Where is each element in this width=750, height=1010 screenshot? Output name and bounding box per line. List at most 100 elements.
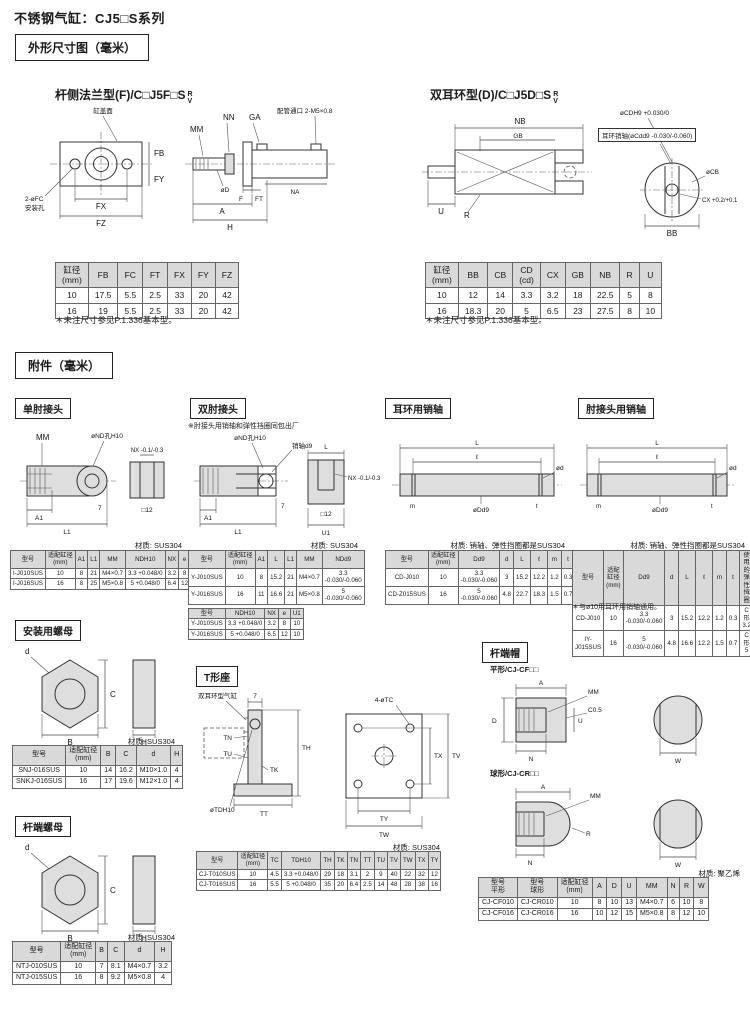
- table-cell: 20: [190, 287, 216, 304]
- column-header: MM: [296, 550, 323, 569]
- dim-label-w: W: [675, 862, 682, 869]
- dim-label-m: m: [596, 504, 601, 510]
- dim-label-na: NA: [290, 189, 300, 196]
- table-cell: 10: [224, 567, 256, 587]
- table-cell: CD-J010: [385, 567, 429, 587]
- dim-label-m: m: [410, 504, 415, 510]
- table-cell: 8: [591, 896, 608, 910]
- table-cell: 10: [237, 868, 269, 881]
- table-cell: 5 -0.030/-0.060: [622, 630, 666, 657]
- table-cell: 11: [254, 585, 269, 605]
- table-cell: 3.2: [539, 287, 566, 304]
- rv-v: V: [187, 98, 193, 105]
- dim-label-mm: MM: [190, 125, 204, 134]
- column-header: MM: [635, 877, 668, 898]
- dim-label-ft: FT: [255, 196, 263, 203]
- single-knuckle-material: 材质: SUS304: [134, 541, 182, 550]
- column-header: FT: [142, 261, 169, 289]
- rod-end-cap-tag: 杆端帽: [482, 642, 528, 663]
- table-cell: 15.2: [677, 605, 697, 632]
- table-cell: 0.3: [725, 605, 741, 632]
- dim-label-mm: MM: [590, 793, 601, 800]
- knuckle-pin-drawing: L ℓ ød øDd9 m t: [580, 440, 737, 514]
- dim-label-c05: C0.5: [588, 707, 602, 714]
- clevis-type-title-text: 双耳环型(D)/C□J5D□S: [430, 88, 552, 102]
- column-header: 适配缸径 (mm): [603, 549, 624, 607]
- dim-label-L: L: [475, 440, 479, 447]
- table-cell: M4×0.7: [99, 567, 126, 580]
- table-cell: 35: [320, 879, 335, 891]
- dim-label-tk: TK: [270, 767, 279, 774]
- table-cell: 5 -0.030/-0.060: [321, 585, 365, 605]
- rv-r: R: [553, 91, 559, 98]
- column-header: B: [100, 745, 117, 766]
- single-knuckle-drawing: MM øND孔H10 A1 L1 7 NX -0.1/-0.3 □12: [20, 432, 165, 536]
- table-cell: SNJ-016SUS: [11, 764, 67, 778]
- dim-label-seven: 7: [281, 503, 285, 510]
- table-cell: 40: [387, 868, 401, 881]
- table-cell: 22.5: [589, 287, 621, 304]
- column-header: Dd9: [622, 549, 666, 607]
- dim-label-l1: L1: [63, 529, 71, 536]
- dim-label-L: L: [655, 440, 659, 447]
- column-header: 型号 球形: [516, 877, 558, 898]
- t-bracket-tag: T形座: [196, 666, 239, 687]
- mounting-nut-material: 材质: SUS304: [127, 737, 175, 746]
- table-cell: 28: [399, 879, 416, 891]
- column-header: C: [106, 941, 125, 962]
- dim-label-mm: MM: [36, 433, 50, 442]
- single-knuckle-tag: 单肘接头: [15, 398, 71, 419]
- table-cell: M12×1.0: [135, 776, 172, 789]
- dim-label-nb: NB: [514, 117, 525, 126]
- column-header: 适配缸径 (mm): [44, 550, 76, 569]
- table-cell: IY-J015SUS: [571, 630, 605, 657]
- table-cell: CJ-CF010: [478, 896, 518, 910]
- dim-label-f: F: [239, 196, 243, 203]
- table-cell: 8: [95, 972, 108, 985]
- dim-label-tx: TX: [434, 753, 443, 760]
- column-header: TT: [360, 851, 375, 870]
- dim-label-l: ℓ: [656, 454, 659, 461]
- column-header: ℓ: [530, 550, 549, 569]
- table-cell: 8: [693, 896, 710, 910]
- table-cell: 21: [284, 567, 298, 587]
- table-cell: 21: [87, 567, 101, 580]
- dim-label-b: B: [67, 738, 72, 747]
- cap-face-label: 缸盖面: [93, 106, 113, 115]
- column-header: 型号 平形: [478, 877, 518, 898]
- table-cell: 3: [499, 567, 514, 587]
- column-header: FC: [117, 261, 144, 289]
- table-cell: 1.5: [547, 585, 562, 605]
- dim-label-a1: A1: [35, 515, 43, 522]
- mount-holes-label-1: 2-øFC: [25, 196, 44, 203]
- table-cell: 4: [170, 764, 184, 778]
- table-cell: 8.1: [106, 960, 125, 974]
- table-cell: 10: [289, 618, 304, 630]
- column-header: FZ: [214, 261, 240, 289]
- column-header: H: [154, 941, 172, 962]
- clevis-pin-callout: 耳环销轴(øCdd9 -0.030/-0.060): [598, 128, 697, 142]
- table-cell: CJ-T010SUS: [195, 868, 239, 881]
- column-header: NDH10: [224, 607, 266, 620]
- table-cell: Y-J016SUS: [188, 585, 226, 605]
- table-cell: 6: [666, 896, 680, 910]
- table-cell: 10: [693, 908, 710, 921]
- port-label: 配管通口 2-M5×0.8: [277, 106, 333, 115]
